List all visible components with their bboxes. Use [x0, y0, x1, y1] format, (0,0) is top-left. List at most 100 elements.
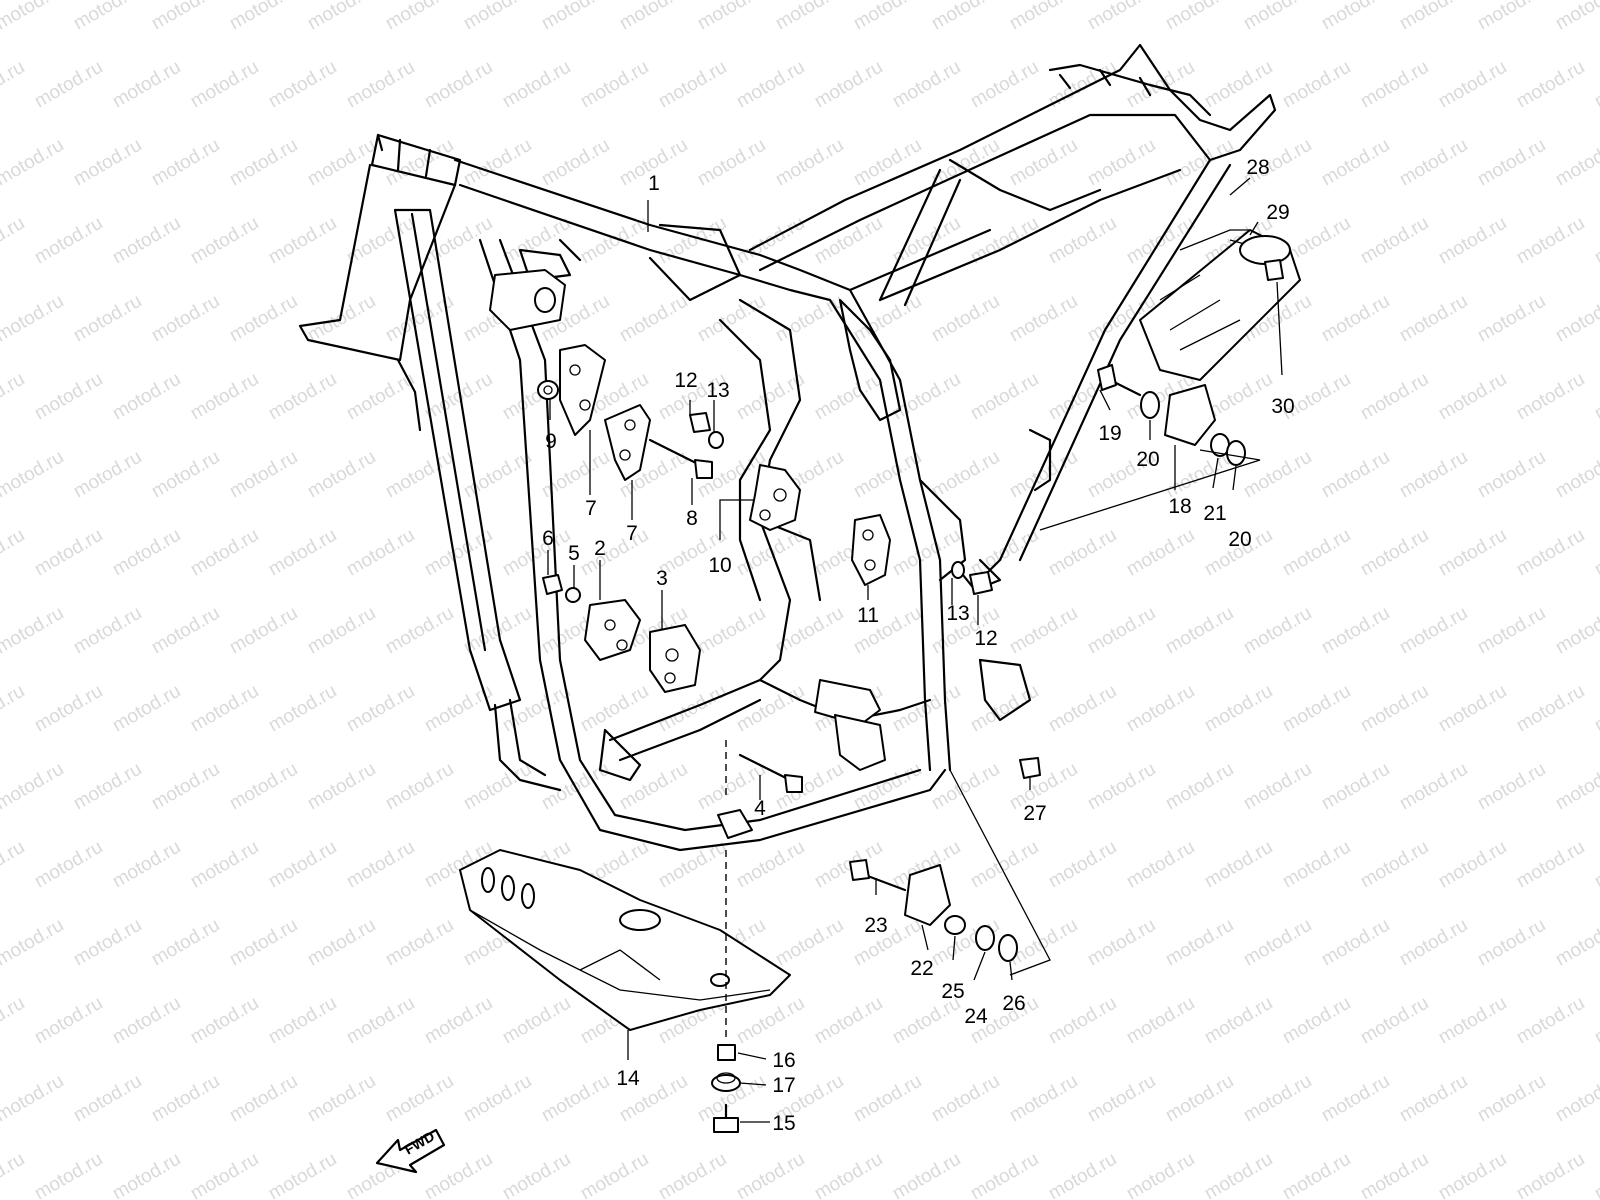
watermark-text: motod.ru — [772, 759, 847, 815]
watermark-text: motod.ru — [850, 0, 925, 34]
watermark-text: motod.ru — [811, 369, 886, 425]
watermark-text: motod.ru — [109, 837, 184, 893]
watermark-text: motod.ru — [1591, 525, 1600, 581]
watermark-text: motod.ru — [31, 681, 106, 737]
watermark-text: motod.ru — [1201, 993, 1276, 1049]
watermark-text: motod.ru — [1435, 57, 1510, 113]
watermark-text: motod.ru — [1513, 681, 1588, 737]
watermark-text: motod.ru — [421, 993, 496, 1049]
watermark-text: motod.ru — [1396, 135, 1471, 191]
watermark-text: motod.ru — [1162, 0, 1237, 34]
callout-7a: 7 — [585, 497, 597, 520]
watermark-text: motod.ru — [187, 1149, 262, 1200]
watermark-text: motod.ru — [1474, 759, 1549, 815]
watermark-text: motod.ru — [1513, 525, 1588, 581]
watermark-text: motod.ru — [733, 1149, 808, 1200]
watermark-text: motod.ru — [694, 135, 769, 191]
watermark-text: motod.ru — [1318, 291, 1393, 347]
watermark-text: motod.ru — [70, 291, 145, 347]
watermark-text: motod.ru — [460, 0, 535, 34]
watermark-text: motod.ru — [0, 135, 67, 191]
watermark-text: motod.ru — [1435, 525, 1510, 581]
watermark-text: motod.ru — [499, 993, 574, 1049]
watermark-text: motod.ru — [1045, 837, 1120, 893]
watermark-text: motod.ru — [1552, 447, 1600, 503]
callout-20b: 20 — [1228, 528, 1251, 551]
watermark-text: motod.ru — [0, 993, 28, 1049]
watermark-text: motod.ru — [1201, 57, 1276, 113]
watermark-text: motod.ru — [1318, 915, 1393, 971]
watermark-text: motod.ru — [226, 1071, 301, 1127]
watermark-text: motod.ru — [1318, 447, 1393, 503]
watermark-text: motod.ru — [733, 837, 808, 893]
watermark-text: motod.ru — [1591, 57, 1600, 113]
watermark-text: motod.ru — [694, 291, 769, 347]
watermark-text: motod.ru — [1279, 1149, 1354, 1200]
watermark-text: motod.ru — [460, 759, 535, 815]
watermark-text: motod.ru — [0, 0, 67, 34]
watermark-text: motod.ru — [772, 603, 847, 659]
watermark-text: motod.ru — [226, 447, 301, 503]
watermark-text: motod.ru — [1396, 603, 1471, 659]
watermark-text: motod.ru — [226, 915, 301, 971]
watermark-text: motod.ru — [967, 369, 1042, 425]
watermark-text: motod.ru — [811, 1149, 886, 1200]
watermark-text: motod.ru — [304, 0, 379, 34]
watermark-text: motod.ru — [1357, 993, 1432, 1049]
watermark-text: motod.ru — [304, 135, 379, 191]
watermark-text: motod.ru — [499, 57, 574, 113]
watermark-text: motod.ru — [382, 603, 457, 659]
watermark-text: motod.ru — [1279, 993, 1354, 1049]
watermark-text: motod.ru — [1123, 57, 1198, 113]
watermark-text: motod.ru — [0, 681, 28, 737]
callout-24: 24 — [964, 1005, 988, 1028]
watermark-text: motod.ru — [304, 603, 379, 659]
watermark-text: motod.ru — [70, 1071, 145, 1127]
watermark-text: motod.ru — [1006, 603, 1081, 659]
watermark-text: motod.ru — [577, 57, 652, 113]
watermark-text: motod.ru — [616, 291, 691, 347]
watermark-text: motod.ru — [187, 369, 262, 425]
watermark-text: motod.ru — [148, 1071, 223, 1127]
watermark-text: motod.ru — [928, 291, 1003, 347]
watermark-text: motod.ru — [811, 213, 886, 269]
watermark-text: motod.ru — [1162, 603, 1237, 659]
watermark-text: motod.ru — [1045, 681, 1120, 737]
watermark-text: motod.ru — [343, 993, 418, 1049]
watermark-text: motod.ru — [1240, 1071, 1315, 1127]
watermark-text: motod.ru — [850, 1071, 925, 1127]
watermark-text: motod.ru — [0, 369, 28, 425]
watermark-text: motod.ru — [265, 681, 340, 737]
watermark-text: motod.ru — [0, 837, 28, 893]
watermark-text: motod.ru — [928, 759, 1003, 815]
watermark-text: motod.ru — [0, 1149, 28, 1200]
watermark-text: motod.ru — [1279, 681, 1354, 737]
watermark-text: motod.ru — [1240, 915, 1315, 971]
callout-13b: 13 — [946, 602, 969, 625]
watermark-text: motod.ru — [1513, 369, 1588, 425]
watermark-text: motod.ru — [187, 993, 262, 1049]
watermark-text: motod.ru — [109, 525, 184, 581]
watermark-text: motod.ru — [1045, 1149, 1120, 1200]
watermark-text: motod.ru — [1318, 759, 1393, 815]
watermark-text: motod.ru — [1591, 1149, 1600, 1200]
watermark-text: motod.ru — [499, 1149, 574, 1200]
callout-19: 19 — [1098, 422, 1121, 445]
callout-27: 27 — [1023, 802, 1046, 825]
watermark-text: motod.ru — [1240, 0, 1315, 34]
watermark-text: motod.ru — [811, 993, 886, 1049]
watermark-text: motod.ru — [499, 525, 574, 581]
watermark-text: motod.ru — [31, 993, 106, 1049]
watermark-text: motod.ru — [460, 447, 535, 503]
watermark-text: motod.ru — [1357, 369, 1432, 425]
callout-9: 9 — [545, 430, 557, 453]
watermark-text: motod.ru — [382, 1071, 457, 1127]
watermark-text: motod.ru — [0, 525, 28, 581]
watermark-text: motod.ru — [772, 135, 847, 191]
watermark-text: motod.ru — [1201, 837, 1276, 893]
watermark-text: motod.ru — [70, 603, 145, 659]
watermark-text: motod.ru — [1357, 213, 1432, 269]
watermark-text: motod.ru — [1123, 681, 1198, 737]
forward-direction-arrow: FWD — [375, 1128, 446, 1174]
watermark-text: motod.ru — [1006, 1071, 1081, 1127]
